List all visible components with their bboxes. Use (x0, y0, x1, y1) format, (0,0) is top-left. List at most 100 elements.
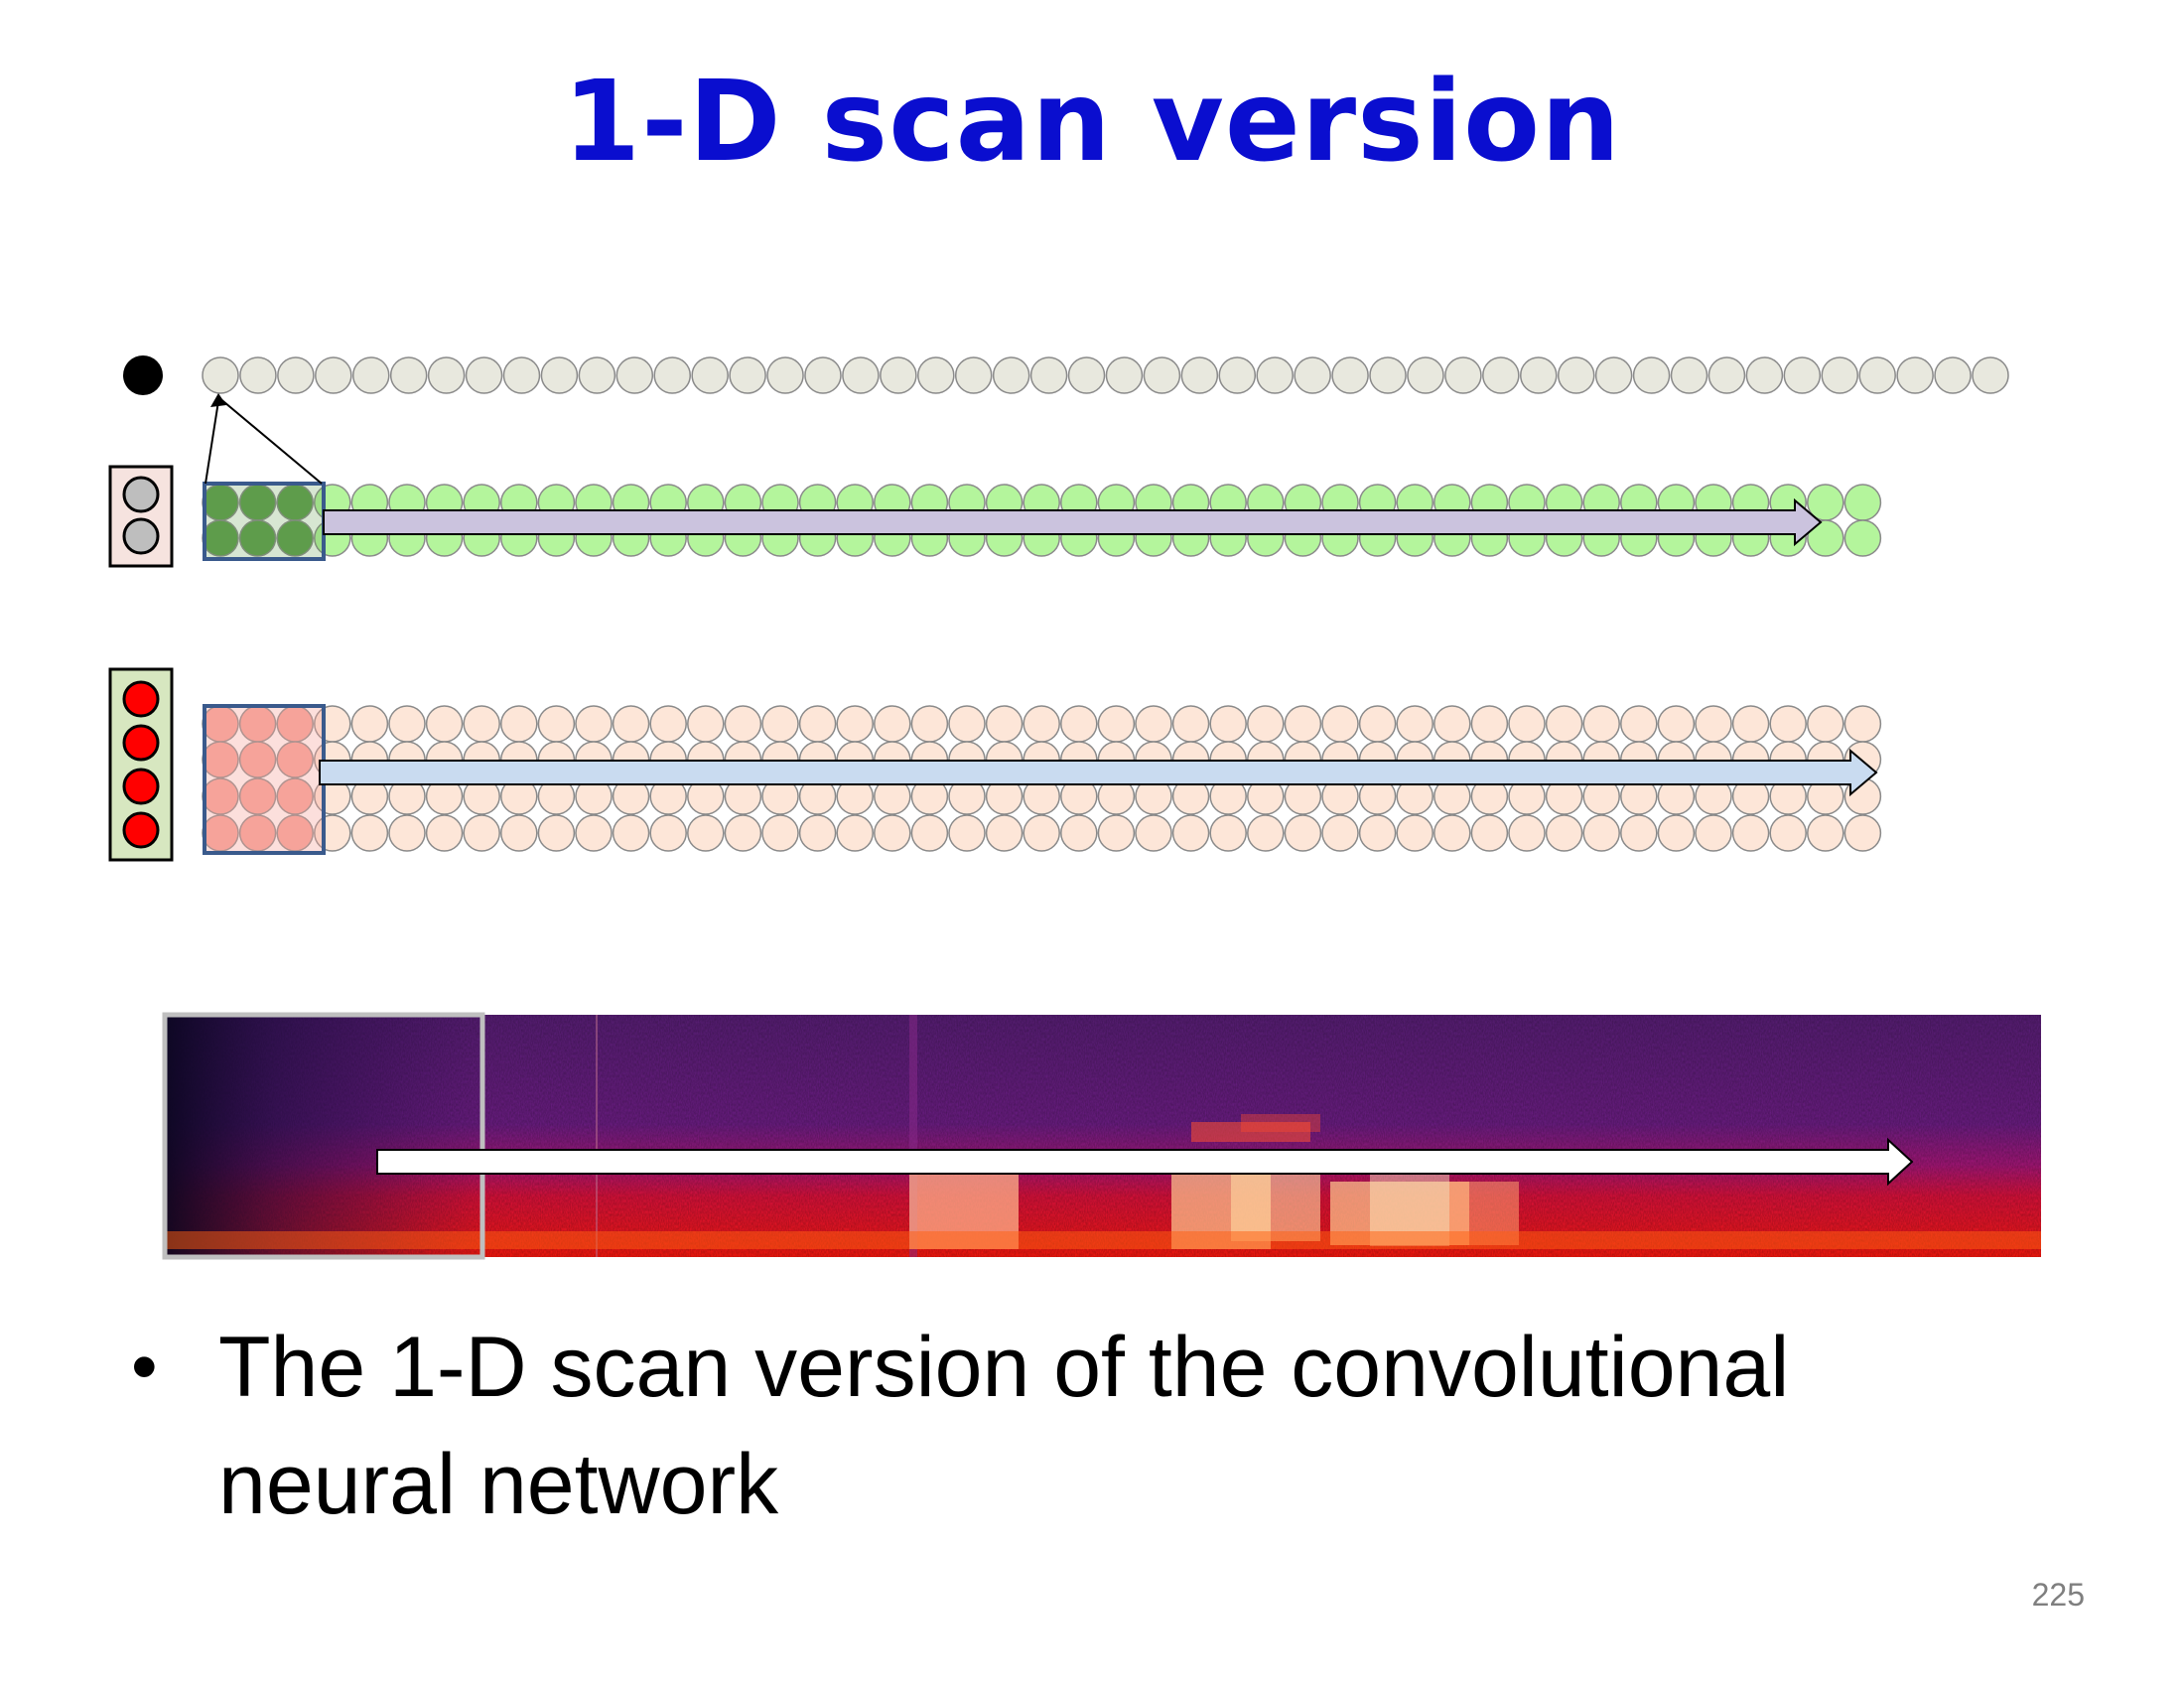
input-neuron (985, 814, 1024, 852)
output-neuron (1594, 356, 1633, 394)
input-neuron (612, 814, 650, 852)
output-neuron (1067, 356, 1106, 394)
input-neuron (761, 814, 799, 852)
page-number: 225 (2031, 1577, 2085, 1613)
input-neuron (948, 705, 986, 743)
input-neuron (1807, 814, 1844, 852)
input-neuron (1657, 814, 1696, 852)
input-neuron (1209, 705, 1247, 743)
input-neuron (1209, 814, 1247, 852)
input-neuron (425, 705, 464, 743)
input-neuron (836, 814, 874, 852)
output-neuron (992, 356, 1030, 394)
output-neuron (578, 356, 616, 394)
input-neuron (1843, 705, 1882, 743)
input-neuron (1023, 814, 1060, 852)
input-neuron (1433, 814, 1471, 852)
input-neuron (910, 705, 949, 743)
input-neuron (1097, 705, 1136, 743)
input-neuron (874, 814, 911, 852)
output-neuron (1294, 356, 1331, 394)
input-neuron (1470, 705, 1509, 743)
input-neuron (1657, 705, 1696, 743)
input-neuron (575, 705, 613, 743)
input-neuron (276, 741, 314, 778)
input-neuron (1545, 705, 1583, 743)
output-neuron (277, 356, 315, 394)
output-neuron (202, 356, 239, 394)
input-neuron (1358, 705, 1397, 743)
input-scan-arrow (319, 748, 1878, 797)
hidden-neuron (276, 519, 314, 557)
input-neuron (276, 777, 314, 815)
output-neuron (1369, 356, 1407, 394)
input-neuron (687, 705, 725, 743)
output-neuron (465, 356, 503, 394)
output-neuron (880, 356, 917, 394)
input-neuron (948, 814, 986, 852)
input-neuron (1433, 705, 1471, 743)
input-neuron (1396, 814, 1433, 852)
input-neuron (1731, 814, 1770, 852)
input-neuron (985, 705, 1024, 743)
legend-input-neuron (122, 811, 160, 849)
output-neuron (804, 356, 842, 394)
output-neuron (1557, 356, 1595, 394)
input-neuron (1508, 705, 1546, 743)
input-neuron (1135, 705, 1172, 743)
hidden-neuron (1807, 519, 1844, 557)
input-neuron (1171, 814, 1210, 852)
input-neuron (1769, 705, 1807, 743)
input-neuron (1582, 814, 1620, 852)
input-neuron (1470, 814, 1509, 852)
hidden-neuron (1843, 484, 1882, 521)
input-neuron (910, 814, 949, 852)
input-neuron (1171, 705, 1210, 743)
output-neuron (239, 356, 277, 394)
input-neuron (1321, 814, 1359, 852)
connection-line-right (217, 396, 323, 485)
hidden-filter-window (203, 482, 326, 561)
output-neuron (1444, 356, 1482, 394)
bullet-text: The 1-D scan version of the convolutiona… (218, 1320, 1790, 1532)
input-neuron (1358, 814, 1397, 852)
input-neuron (463, 814, 500, 852)
output-neuron (615, 356, 654, 394)
input-neuron (1582, 705, 1620, 743)
input-neuron (463, 705, 500, 743)
input-neuron (1097, 814, 1136, 852)
output-neuron (1180, 356, 1219, 394)
output-neuron (427, 356, 466, 394)
input-neuron (1695, 814, 1732, 852)
input-neuron (1247, 705, 1285, 743)
output-neuron (1331, 356, 1369, 394)
output-neuron (389, 356, 428, 394)
output-neuron (1934, 356, 1972, 394)
output-neuron (1707, 356, 1746, 394)
bullet-symbol: • (131, 1325, 158, 1409)
input-filter-window (203, 704, 326, 855)
input-neuron (1620, 814, 1658, 852)
input-neuron (1023, 705, 1060, 743)
input-neuron (1545, 814, 1583, 852)
input-neuron (1731, 705, 1770, 743)
input-neuron (724, 814, 762, 852)
legend-hidden-neuron (122, 476, 160, 513)
input-layer-legend (108, 667, 174, 862)
output-neuron (1783, 356, 1822, 394)
input-neuron (1284, 705, 1322, 743)
connection-arrowhead (210, 393, 226, 407)
input-neuron (500, 814, 538, 852)
hidden-scan-arrow (323, 497, 1823, 547)
input-neuron (425, 814, 464, 852)
spectrogram-scan-arrow (376, 1137, 1914, 1187)
output-neuron (1029, 356, 1068, 394)
legend-input-neuron (122, 724, 160, 762)
output-neuron (1858, 356, 1896, 394)
connection-line-left (205, 400, 219, 485)
input-neuron (388, 814, 426, 852)
hidden-neuron (1843, 519, 1882, 557)
input-neuron (1508, 814, 1546, 852)
